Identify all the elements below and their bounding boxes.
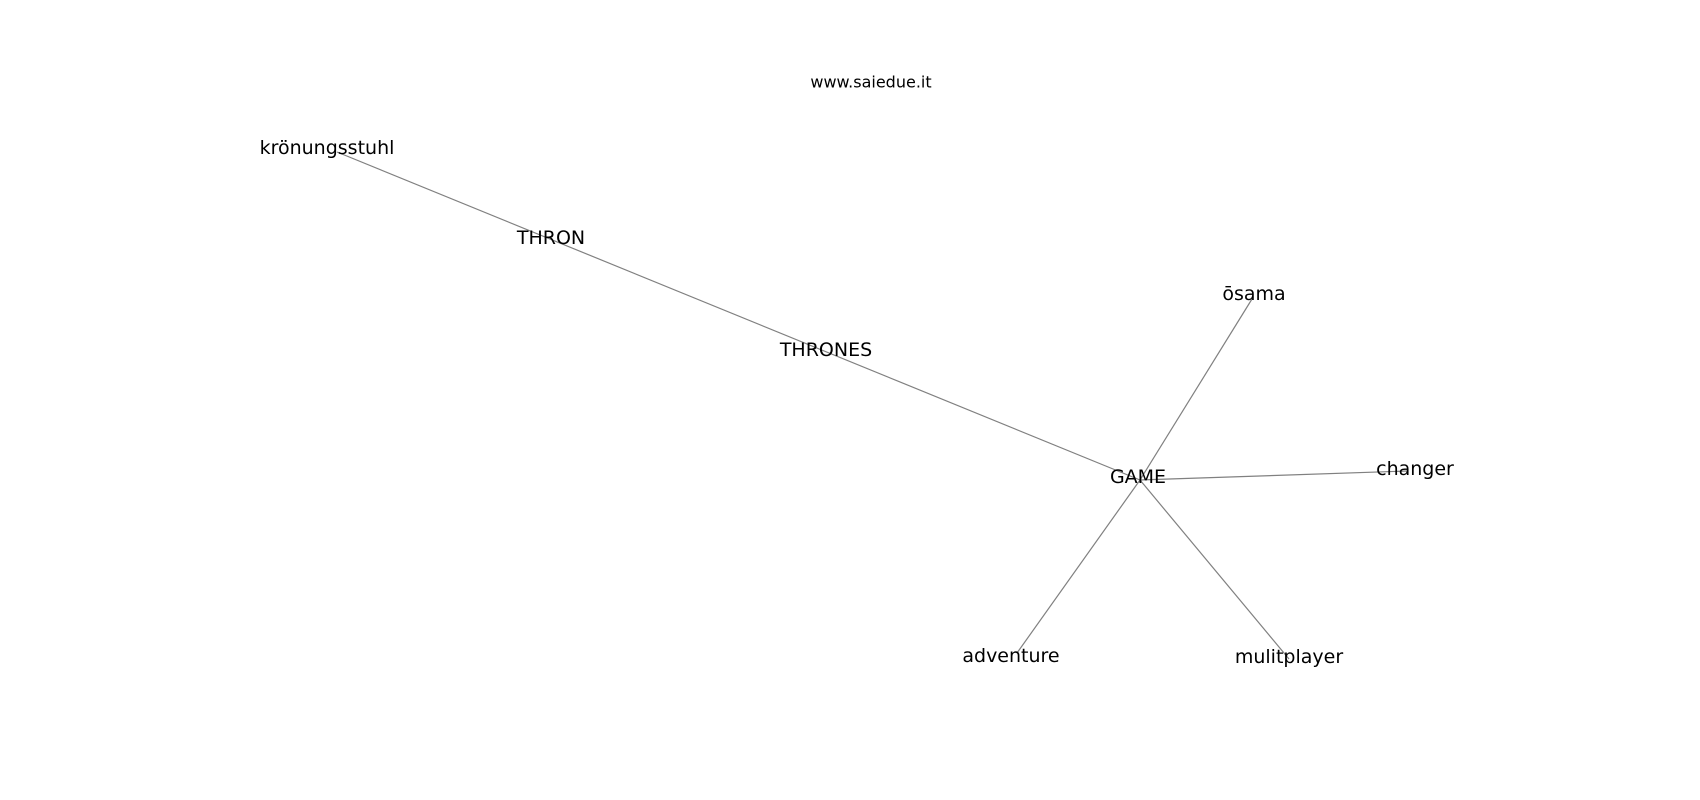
site-watermark: www.saiedue.it [810, 73, 931, 92]
node-adventure: adventure [962, 645, 1059, 667]
edge-game-osama [1139, 298, 1253, 481]
node-changer: changer [1376, 458, 1454, 480]
node-thrones: THRONES [779, 339, 872, 361]
label-layer: www.saiedue.it krönungsstuhl THRON THRON… [260, 73, 1454, 669]
node-mulitplayer: mulitplayer [1235, 646, 1343, 668]
edge-layer [336, 151, 1409, 660]
node-thron: THRON [516, 227, 585, 249]
edge-kronungsstuhl-game [336, 151, 1141, 481]
edge-game-mulitplayer [1139, 479, 1290, 660]
node-osama: ōsama [1222, 283, 1285, 305]
node-kronungsstuhl: krönungsstuhl [260, 137, 395, 159]
edge-game-adventure [1016, 479, 1141, 654]
node-game: GAME [1110, 466, 1166, 488]
edge-game-changer [1139, 470, 1409, 481]
